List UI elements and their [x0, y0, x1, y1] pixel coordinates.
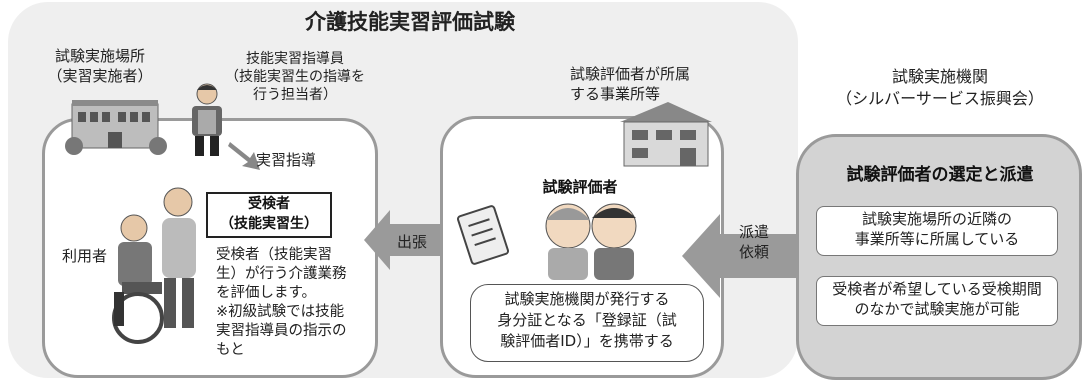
- id-line3: 験評価者ID）」を携帯する: [500, 332, 674, 350]
- request-line1: 派遣: [738, 223, 769, 241]
- instructor-line1: 技能実習指導員: [246, 51, 344, 67]
- cond2-line1: 受検者が希望している受検期間: [832, 280, 1042, 298]
- request-arrow: [682, 214, 798, 298]
- evaluation-text: 受検者（技能実習 生）が行う介護業務 を評価します。 ※初級試験では技能 実習指…: [216, 246, 376, 360]
- office-label: 試験評価者が所属 する事業所等: [570, 64, 710, 104]
- org-line1: 試験実施機関: [891, 67, 988, 86]
- eval-line6: もと: [216, 342, 245, 358]
- wheelchair-care-icon: [112, 187, 196, 344]
- instruct-arrow-icon: [228, 142, 260, 170]
- facility-building-icon: [65, 100, 167, 155]
- evaluators-icon: [545, 203, 637, 280]
- selection-title: 試験評価者の選定と派遣: [846, 165, 1034, 185]
- org-line2: （シルバーサービス振興会）: [836, 89, 1044, 108]
- org-label: 試験実施機関 （シルバーサービス振興会）: [820, 66, 1060, 110]
- eval-line5: 実習指導員の指示の: [216, 323, 347, 339]
- eval-line2: 生）が行う介護業務: [216, 266, 347, 282]
- diagram-title: 介護技能実習評価試験: [305, 10, 515, 34]
- office-line2: する事業所等: [570, 85, 661, 103]
- id-line2: 身分証となる「登録証（試: [497, 311, 677, 329]
- office-line1: 試験評価者が所属: [570, 65, 691, 83]
- condition-box-2: 受検者が希望している受検期間 のなかで試験実施が可能: [816, 276, 1058, 326]
- trainee-box: 受検者 （技能実習生）: [206, 192, 332, 238]
- eval-line1: 受検者（技能実習: [216, 247, 332, 263]
- site-label-line2: （実習実施者）: [47, 67, 153, 85]
- condition-box-1: 試験実施場所の近隣の 事業所等に所属している: [816, 206, 1058, 256]
- trainee-line2: （技能実習生）: [220, 216, 318, 232]
- office-building-icon: [620, 102, 712, 167]
- cond1-line2: 事業所等に所属している: [854, 230, 1020, 248]
- training-site-box: [42, 118, 378, 378]
- trainee-line1: 受検者: [248, 196, 290, 212]
- request-label: 派遣 依頼: [730, 222, 778, 262]
- clipboard-icon: [456, 205, 510, 265]
- cond2-line2: のなかで試験実施が可能: [854, 300, 1020, 318]
- dispatch-arrow: [364, 210, 440, 270]
- instructor-label: 技能実習指導員 （技能実習生の指導を 行う担当者）: [210, 50, 380, 104]
- id-card-note: 試験実施機関が発行する 身分証となる「登録証（試 験評価者ID）」を携帯する: [470, 284, 704, 362]
- instructor-line2: （技能実習生の指導を: [225, 69, 365, 85]
- eval-line3: を評価します。: [216, 285, 317, 301]
- site-label-line1: 試験実施場所: [54, 47, 145, 65]
- instruct-label: 実習指導: [256, 151, 317, 169]
- dispatch-label: 出張: [396, 233, 427, 251]
- site-label: 試験実施場所 （実習実施者）: [40, 46, 160, 86]
- user-label: 利用者: [62, 247, 108, 265]
- request-line2: 依頼: [738, 243, 769, 261]
- id-line1: 試験実施機関が発行する: [504, 290, 670, 308]
- cond1-line1: 試験実施場所の近隣の: [861, 210, 1012, 228]
- eval-line4: ※初級試験では技能: [216, 304, 345, 320]
- exam-organization-panel: [796, 134, 1082, 380]
- instructor-person-icon: [192, 83, 222, 156]
- instructor-line3: 行う担当者）: [253, 87, 337, 103]
- evaluator-title: 試験評価者: [542, 178, 618, 196]
